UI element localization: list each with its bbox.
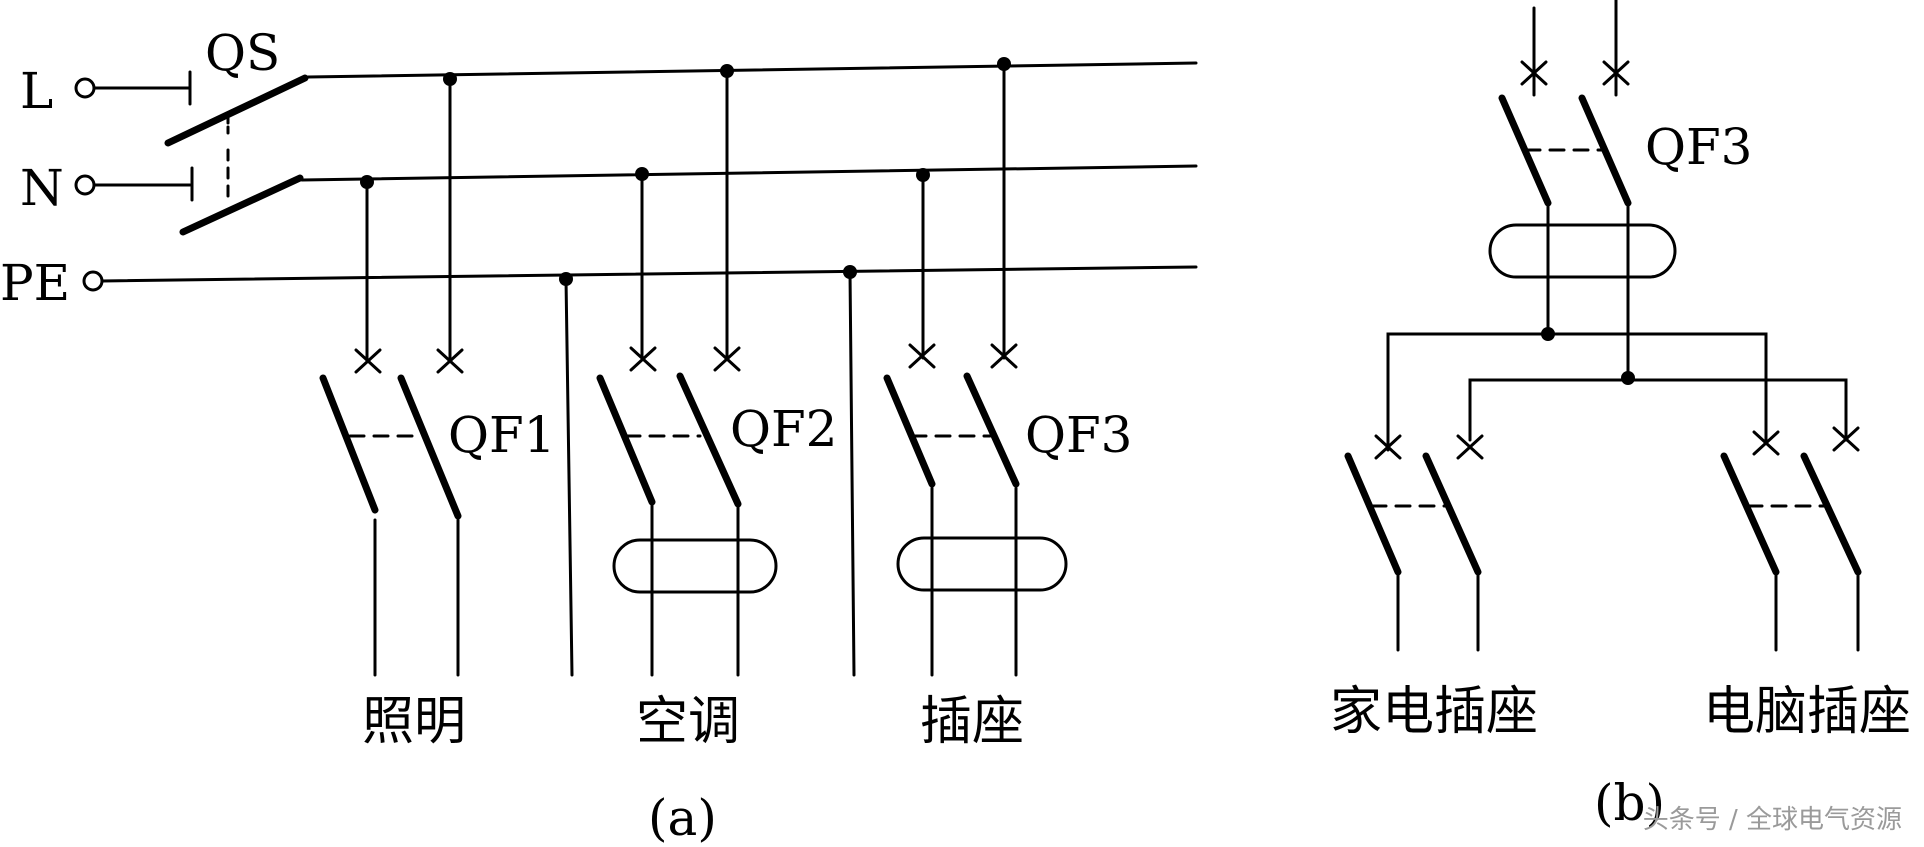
breaker-qf2 xyxy=(596,346,778,677)
diagram-a xyxy=(74,57,1198,677)
rcd-coil-qf3-b xyxy=(1488,223,1677,279)
bus-PE xyxy=(100,265,1198,283)
circuit-label-socket: 插座 xyxy=(920,692,1025,752)
bus-label-n: N xyxy=(20,159,64,217)
watermark: 头条号 / 全球电气资源 xyxy=(1642,805,1902,835)
circuit-label-ac: 空调 xyxy=(636,692,741,752)
pe-drop-1 xyxy=(564,277,574,677)
bus-L xyxy=(306,61,1198,79)
main-switch-qs xyxy=(164,74,309,236)
breaker-label-qf3-b: QF3 xyxy=(1645,118,1753,176)
bus-label-l: L xyxy=(20,62,54,120)
circuit-label-lighting: 照明 xyxy=(362,692,467,752)
terminal-L xyxy=(74,77,96,99)
breaker-label-qf1: QF1 xyxy=(448,406,556,464)
pe-drop-2 xyxy=(848,270,856,677)
terminal-N xyxy=(74,174,96,196)
breaker-label-qf3-a: QF3 xyxy=(1025,406,1133,464)
breaker-b-left xyxy=(1344,434,1484,652)
circuit-label-computer-socket: 电脑插座 xyxy=(1703,682,1912,742)
circuit-label-appliance-socket: 家电插座 xyxy=(1330,682,1539,742)
terminal-PE xyxy=(82,270,104,292)
breaker-qf3-a xyxy=(883,343,1068,677)
caption-b: (b) xyxy=(1594,774,1666,832)
breaker-qf3-b xyxy=(1488,94,1677,279)
switch-label-qs: QS xyxy=(205,24,281,82)
rcd-coil-qf3-a xyxy=(896,536,1068,592)
breaker-label-qf2: QF2 xyxy=(730,400,838,458)
bus-N xyxy=(300,164,1198,182)
breaker-b-right xyxy=(1720,426,1862,652)
breaker-qf1 xyxy=(319,348,464,677)
caption-a: (a) xyxy=(648,789,717,847)
diagram-b xyxy=(1344,0,1862,652)
rcd-coil-qf2 xyxy=(612,538,778,594)
bus-label-pe: PE xyxy=(0,254,71,312)
